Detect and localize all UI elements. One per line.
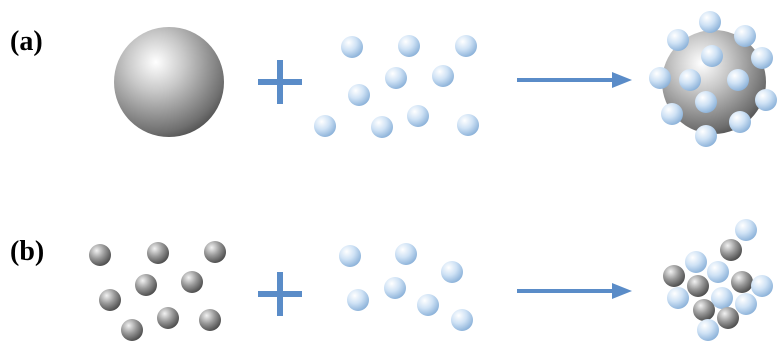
- small-particle: [371, 116, 393, 138]
- small-particle: [451, 309, 473, 331]
- small-particle: [455, 35, 477, 57]
- dark-particle-group-b: [89, 241, 226, 341]
- small-particle: [339, 245, 361, 267]
- aggregate-particle-gray: [687, 275, 709, 297]
- aggregate-particle-blue: [667, 287, 689, 309]
- small-particle: [347, 289, 369, 311]
- dark-particle: [135, 274, 157, 296]
- dark-particle: [121, 319, 143, 341]
- mixed-aggregate-cluster: [663, 219, 773, 341]
- surface-particle: [667, 29, 689, 51]
- surface-particle: [701, 45, 723, 67]
- small-particle: [348, 84, 370, 106]
- surface-particle: [649, 67, 671, 89]
- aggregate-particle-blue: [711, 287, 733, 309]
- aggregate-particle-blue: [685, 251, 707, 273]
- surface-particle: [755, 89, 777, 111]
- dark-particle: [199, 309, 221, 331]
- small-particle: [417, 294, 439, 316]
- panel-label-b: (b): [10, 236, 45, 267]
- dark-particle: [181, 271, 203, 293]
- aggregate-particle-gray: [663, 265, 685, 287]
- small-particle: [384, 277, 406, 299]
- small-particle: [457, 114, 479, 136]
- dark-particle: [147, 242, 169, 264]
- reaction-arrow-b: [517, 283, 632, 299]
- surface-particle: [727, 69, 749, 91]
- surface-particle: [729, 111, 751, 133]
- small-particle: [314, 115, 336, 137]
- surface-particle: [751, 47, 773, 69]
- small-particle-group-a: [314, 35, 479, 138]
- surface-particle: [661, 103, 683, 125]
- dark-particle: [89, 244, 111, 266]
- aggregate-particle-blue: [707, 261, 729, 283]
- coated-core-sphere: [662, 30, 766, 134]
- surface-particle: [699, 11, 721, 33]
- aggregate-particle-blue: [735, 219, 757, 241]
- small-particle: [385, 67, 407, 89]
- dark-particle: [157, 307, 179, 329]
- surface-particle: [679, 69, 701, 91]
- aggregate-particle-blue: [751, 275, 773, 297]
- large-core-sphere: [114, 27, 224, 137]
- small-particle: [395, 243, 417, 265]
- small-particle: [407, 105, 429, 127]
- small-particle: [432, 65, 454, 87]
- plus-operator-a: [258, 60, 302, 104]
- aggregate-particle-gray: [720, 239, 742, 261]
- plus-operator-b: [258, 272, 302, 316]
- reaction-arrow-a: [517, 72, 632, 88]
- dark-particle: [99, 289, 121, 311]
- small-particle: [441, 261, 463, 283]
- surface-particle: [695, 91, 717, 113]
- aggregate-particle-blue: [735, 293, 757, 315]
- surface-particle: [695, 125, 717, 147]
- aggregate-particle-gray: [693, 299, 715, 321]
- dark-particle: [204, 241, 226, 263]
- aggregate-particle-gray: [717, 307, 739, 329]
- aggregate-particle-gray: [731, 271, 753, 293]
- small-particle-group-b: [339, 243, 473, 331]
- surface-particle: [734, 25, 756, 47]
- small-particle: [341, 36, 363, 58]
- coated-composite-particle: [649, 11, 777, 147]
- small-particle: [398, 35, 420, 57]
- aggregate-particle-blue: [697, 319, 719, 341]
- panel-label-a: (a): [10, 26, 43, 57]
